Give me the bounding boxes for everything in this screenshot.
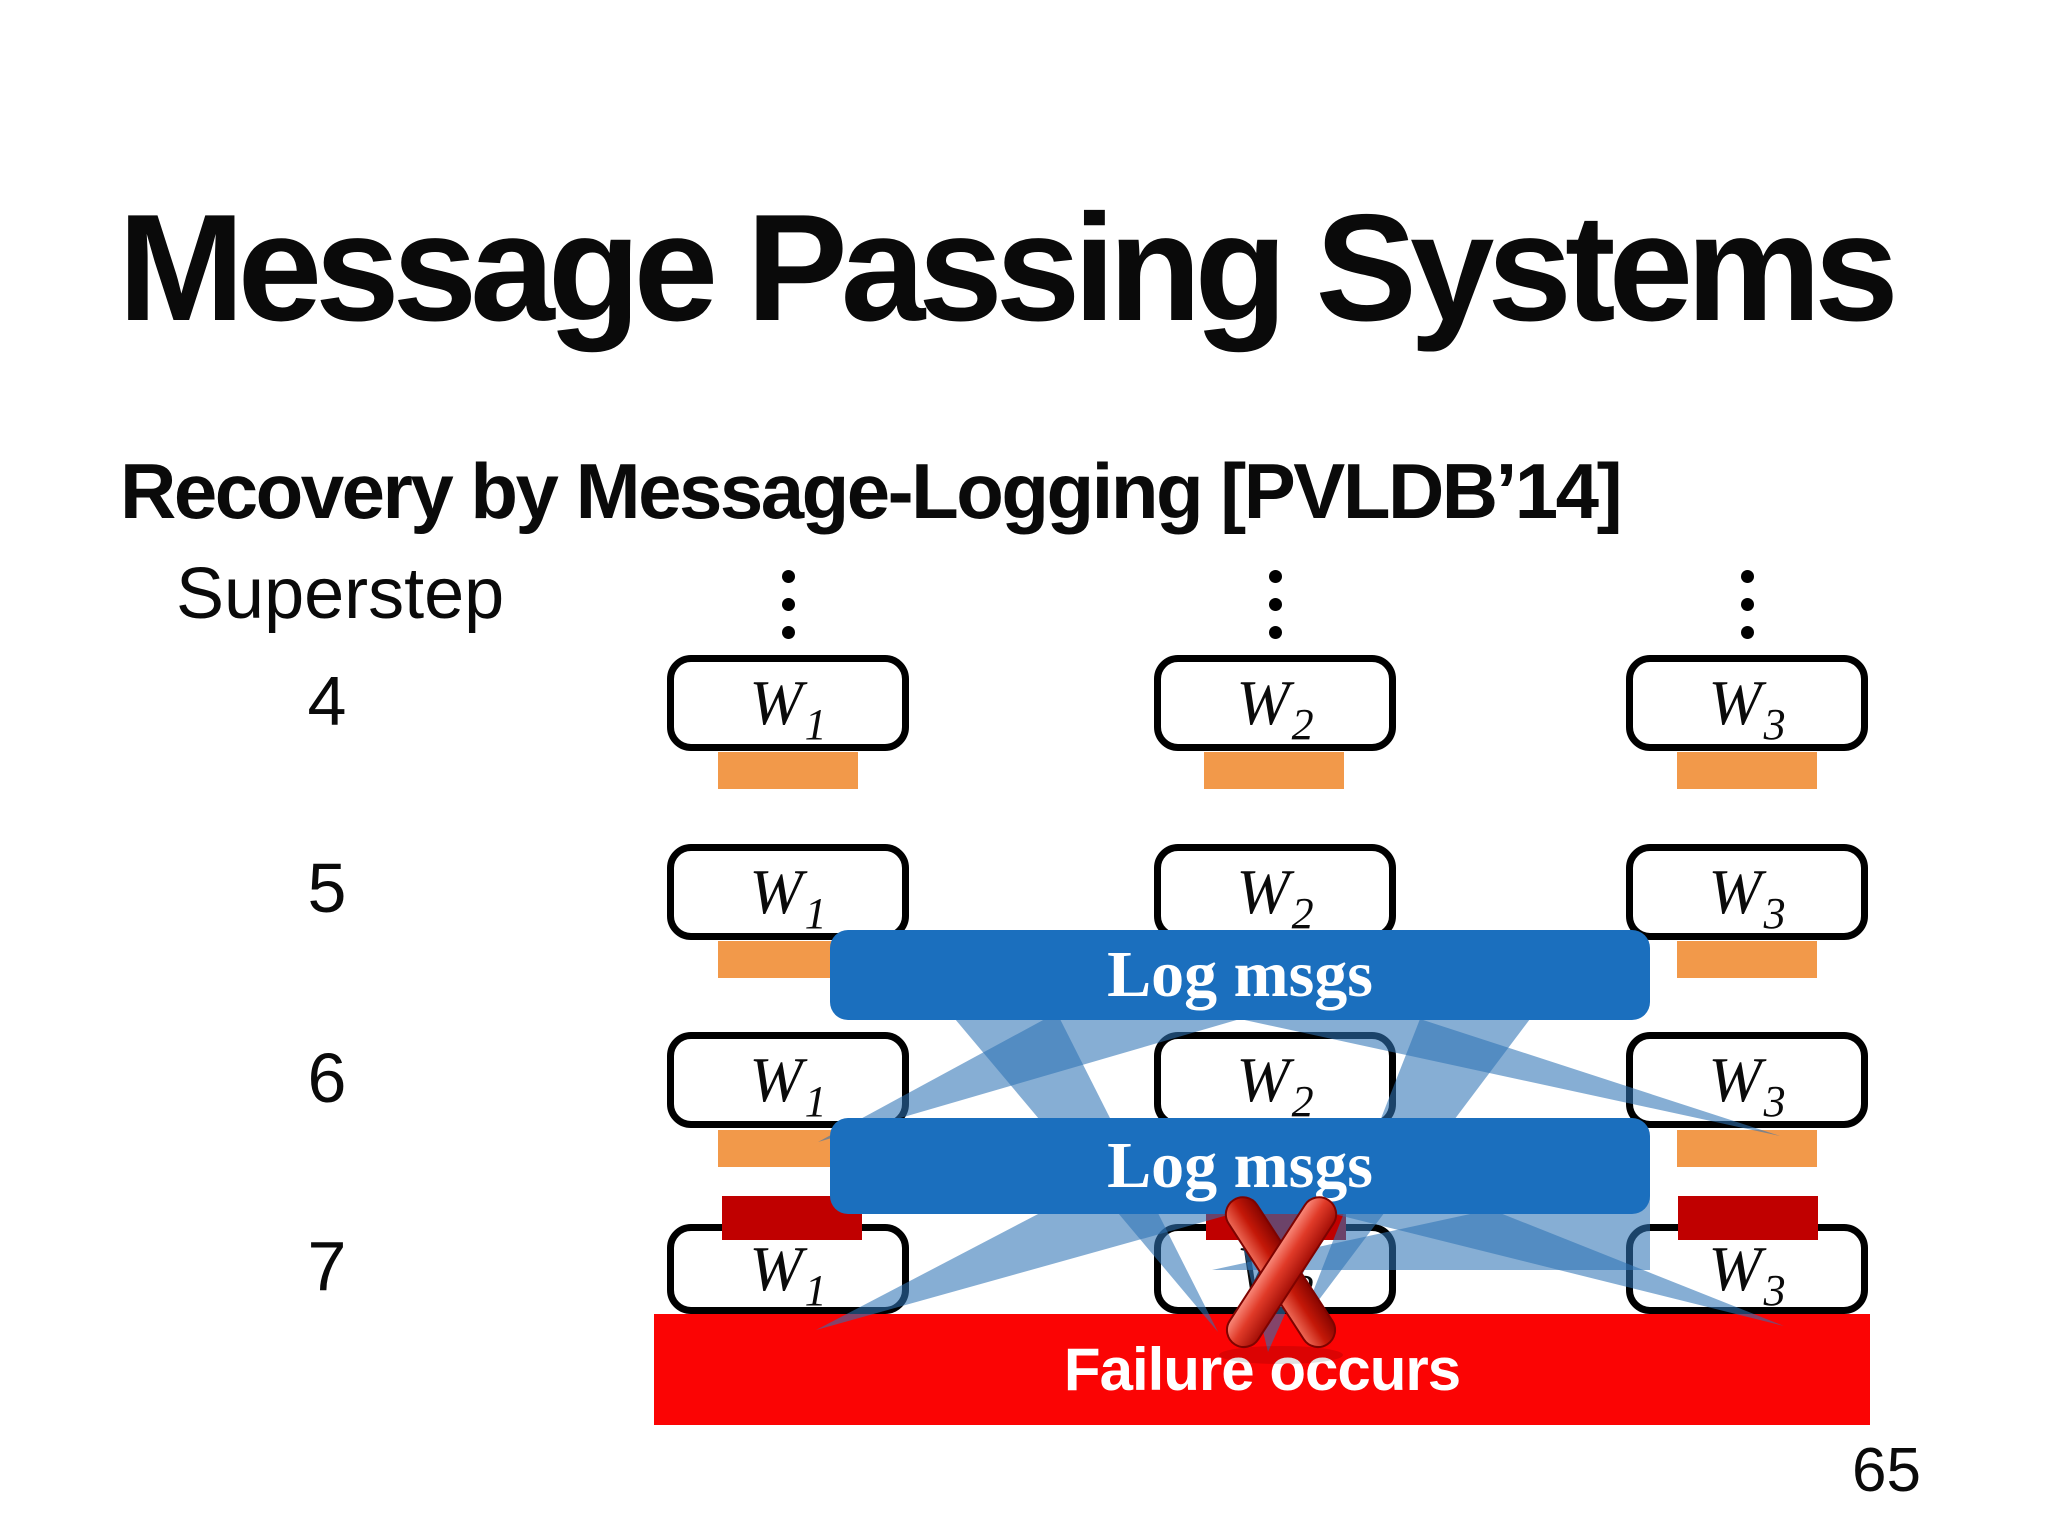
superstep-label: Superstep [176,554,505,634]
log-bar-orange [1677,752,1817,789]
worker-box-w3-step5: W3 [1626,844,1868,940]
worker-box-w2-step4: W2 [1154,655,1396,751]
page-number: 65 [1852,1436,1921,1505]
worker-box-w3-step4: W3 [1626,655,1868,751]
superstep-number-5: 5 [307,849,347,927]
worker-box-w3-step6: W3 [1626,1032,1868,1128]
superstep-number-4: 4 [307,662,347,740]
superstep-number-6: 6 [307,1039,347,1117]
superstep-number-7: 7 [307,1227,347,1305]
worker-box-w2-step5: W2 [1154,844,1396,940]
slide-subtitle: Recovery by Message-Logging [PVLDB’14] [120,447,1623,535]
slide-title: Message Passing Systems [118,183,1899,353]
log-bar-orange [1677,1130,1817,1167]
log-bar-orange [1677,941,1817,978]
log-bar-orange [1204,752,1344,789]
worker-box-w2-step6: W2 [1154,1032,1396,1128]
vertical-ellipsis-icon [1740,570,1754,654]
failure-x-icon [1219,1196,1343,1364]
worker-box-w1-step4: W1 [667,655,909,751]
log-msgs-label: Log msgs [1107,938,1373,1011]
failure-banner: Failure occurs [654,1314,1870,1425]
log-bar-orange [718,752,858,789]
log-bar-dark-red [1678,1196,1818,1240]
log-msgs-banner-1: Log msgs [830,930,1650,1020]
worker-box-w1-step6: W1 [667,1032,909,1128]
worker-box-w1-step5: W1 [667,844,909,940]
vertical-ellipsis-icon [781,570,795,654]
vertical-ellipsis-icon [1268,570,1282,654]
